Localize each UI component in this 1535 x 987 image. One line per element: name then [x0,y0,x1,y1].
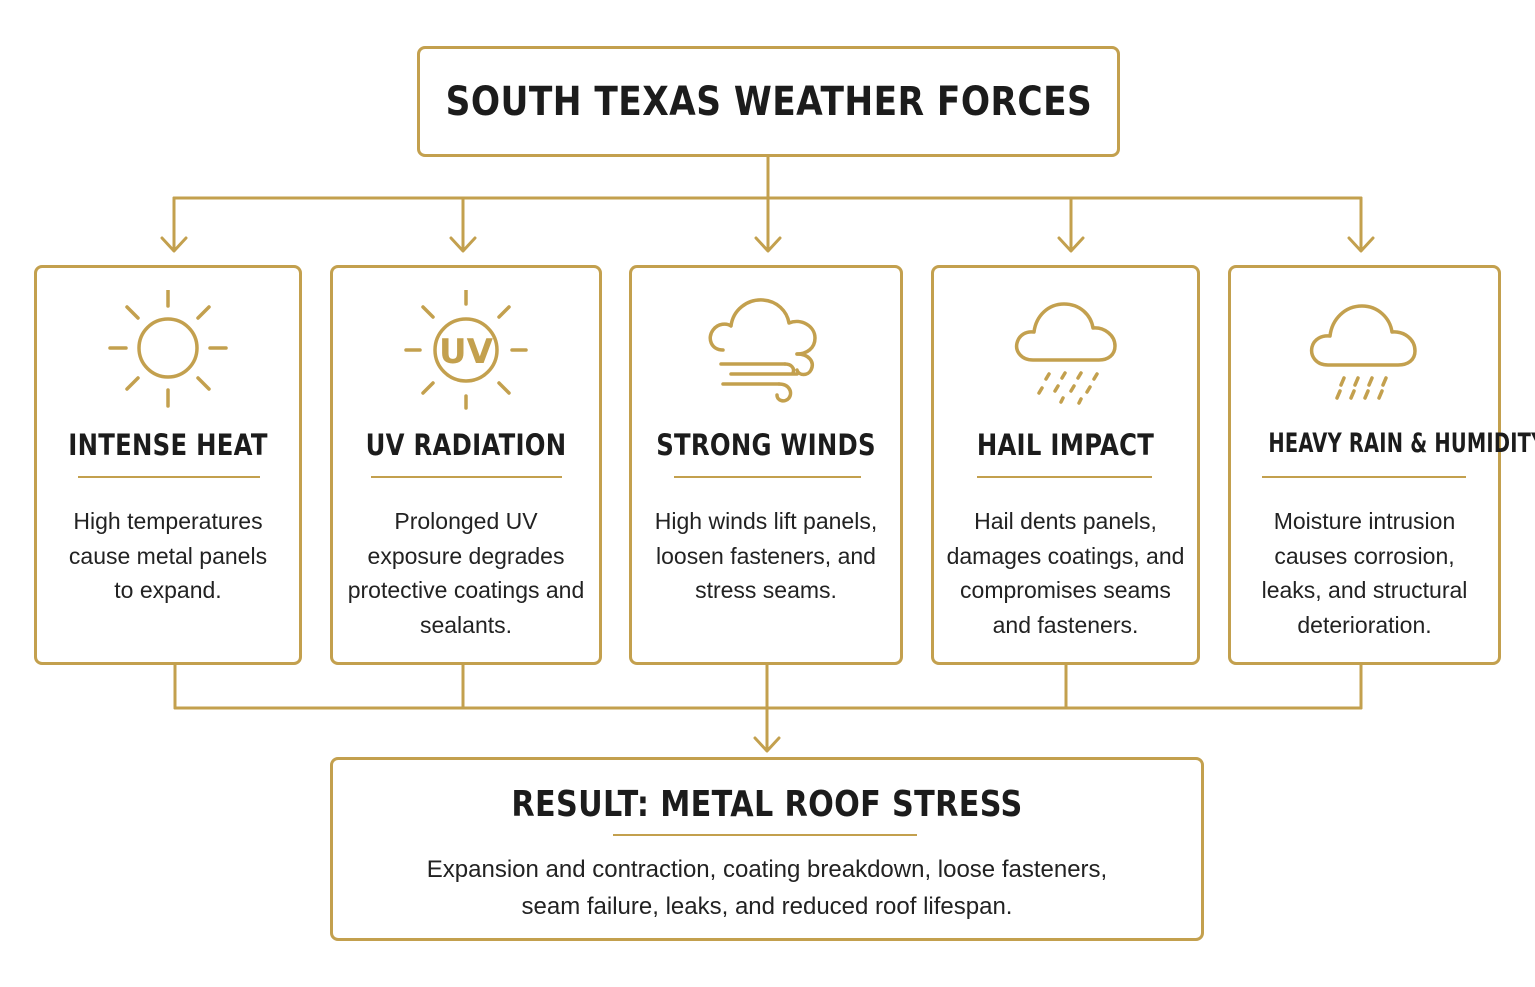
card-hail-impact: HAIL IMPACT Hail dents panels, damages c… [931,265,1200,665]
card-description: High winds lift panels, loosen fasteners… [654,508,878,603]
heading-divider [78,476,260,478]
wind-cloud-icon [632,290,900,420]
heading-divider [371,476,562,478]
card-heading: STRONG WINDS [656,428,876,462]
card-description: Prolonged UV exposure degrades protectiv… [347,508,585,638]
card-heading: HEAVY RAIN & HUMIDITY [1268,428,1535,459]
card-description: Hail dents panels, damages coatings, and… [946,508,1185,638]
result-description: Expansion and contraction, coating break… [426,856,1108,920]
result-box: RESULT: METAL ROOF STRESS Expansion and … [330,757,1204,941]
card-heading: UV RADIATION [365,428,567,462]
heading-divider [674,476,861,478]
card-heading: HAIL IMPACT [976,428,1155,462]
card-description: High temperatures cause metal panels to … [68,508,268,603]
heading-divider [977,476,1152,478]
rain-cloud-icon [1231,290,1498,420]
uv-icon-label: UV [439,332,494,372]
result-divider [613,834,917,836]
card-uv-radiation: UV UV RADIATION Prolonged UV exposure de… [330,265,602,665]
card-strong-winds: STRONG WINDS High winds lift panels, loo… [629,265,903,665]
card-intense-heat: INTENSE HEAT High temperatures cause met… [34,265,302,665]
diagram-title: SOUTH TEXAS WEATHER FORCES [445,78,1092,125]
hail-cloud-icon [934,290,1197,420]
uv-sun-icon: UV [333,290,599,420]
heading-divider [1262,476,1466,478]
card-description: Moisture intrusion causes corrosion, lea… [1261,508,1468,638]
result-title: RESULT: METAL ROOF STRESS [511,784,1023,825]
sun-icon [37,290,299,420]
card-heading: INTENSE HEAT [68,428,268,462]
title-box: SOUTH TEXAS WEATHER FORCES [417,46,1120,157]
card-heavy-rain-humidity: HEAVY RAIN & HUMIDITY Moisture intrusion… [1228,265,1535,665]
